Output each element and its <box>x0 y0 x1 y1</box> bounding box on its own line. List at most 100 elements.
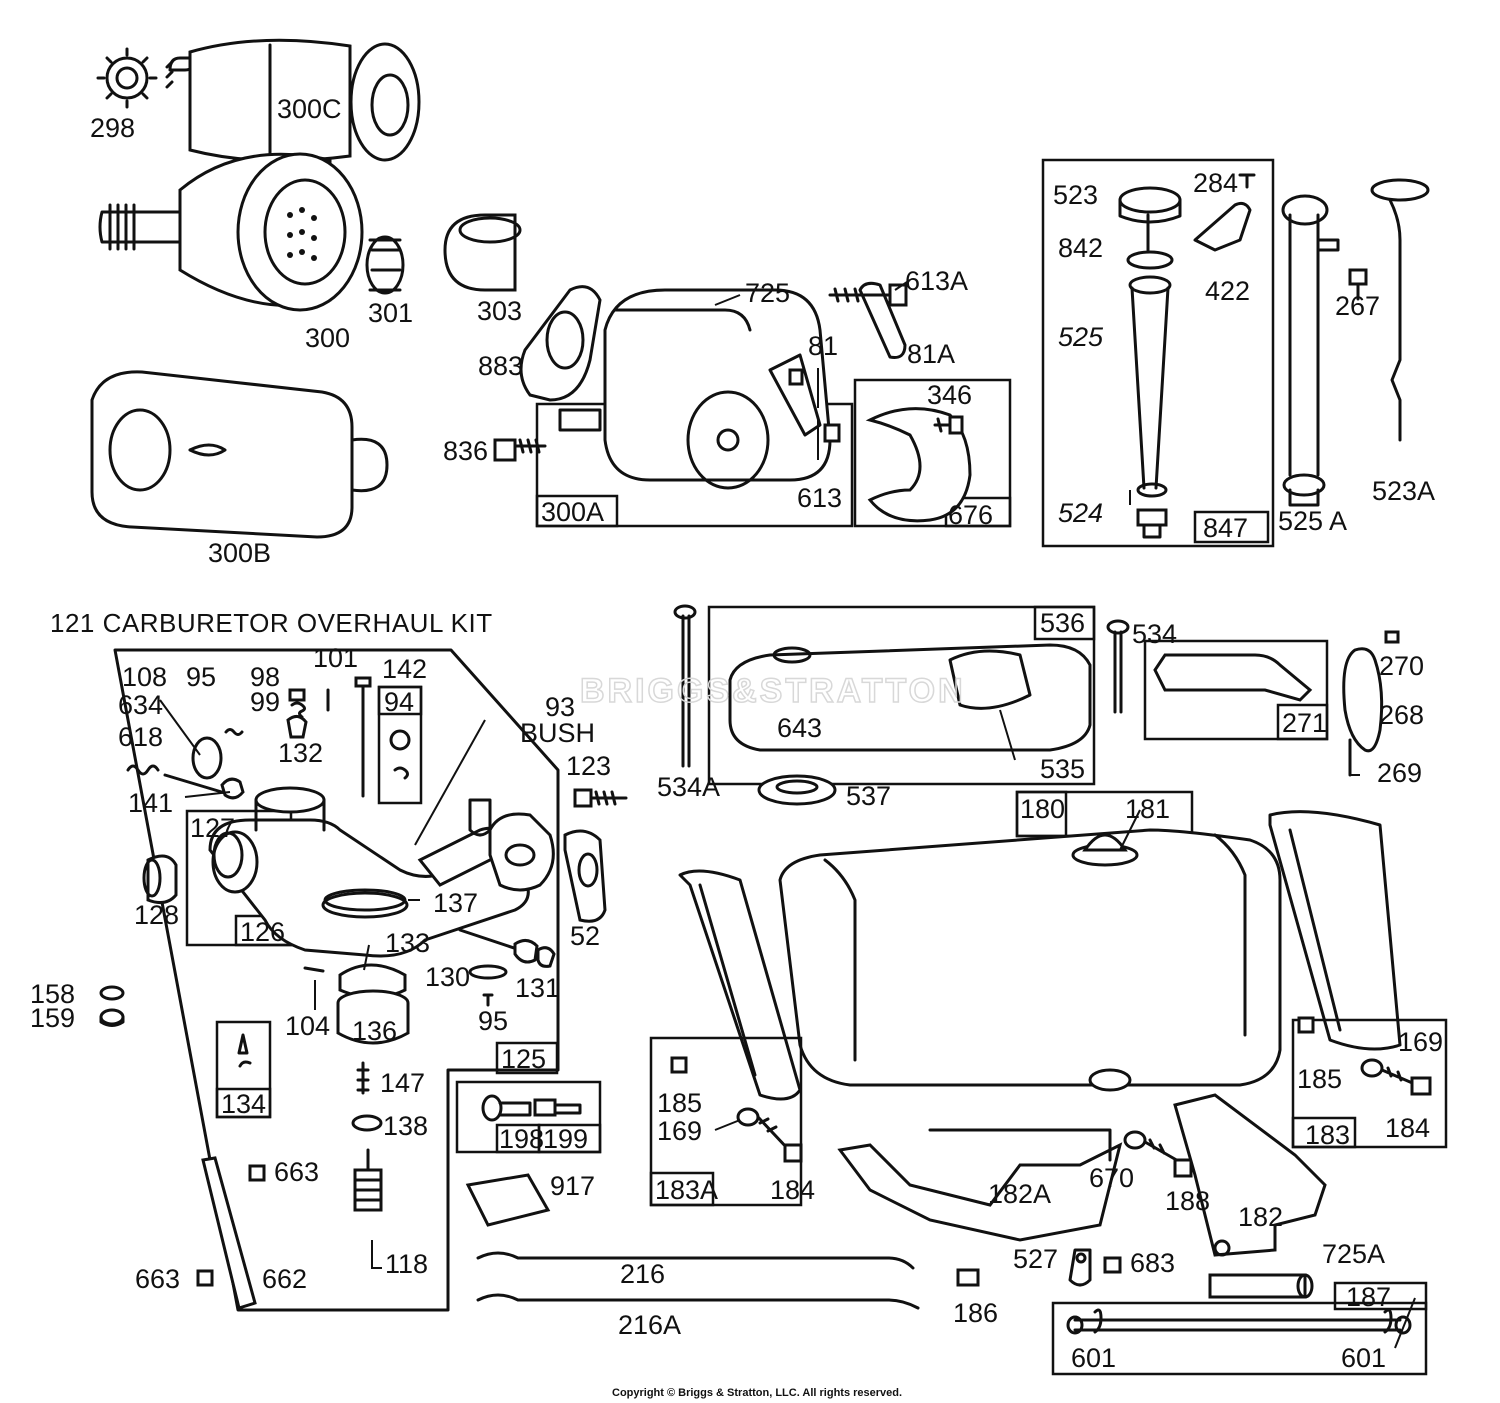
box-183 <box>1291 1018 1448 1149</box>
part-618-spring <box>126 764 160 776</box>
box-536 <box>707 605 1096 786</box>
box-94-tag <box>377 685 423 716</box>
part-634-choke-plate <box>191 736 223 780</box>
label-524: 524 <box>1058 498 1103 528</box>
label-81A: 81A <box>907 339 955 369</box>
label-125: 125 <box>501 1044 546 1074</box>
part-95-screw-b <box>482 993 494 1007</box>
part-128-bushing <box>142 854 178 905</box>
label-132: 132 <box>278 738 323 768</box>
label-269: 269 <box>1377 758 1422 788</box>
part-181-cap <box>1071 833 1139 867</box>
box-134-tag <box>215 1087 272 1119</box>
label-537: 537 <box>846 781 891 811</box>
part-284-screw <box>1238 173 1256 189</box>
part-346-screw <box>933 415 964 435</box>
part-185-169-184-hardware-left <box>670 1056 803 1163</box>
label-133: 133 <box>385 928 430 958</box>
label-268: 268 <box>1379 700 1424 730</box>
label-634: 634 <box>118 690 163 720</box>
part-676-deflector <box>865 407 972 523</box>
label-184-b: 184 <box>1385 1113 1430 1143</box>
label-99: 99 <box>250 687 280 717</box>
part-663-nuts <box>196 1164 266 1287</box>
label-523A: 523A <box>1372 476 1435 506</box>
label-169-a: 169 <box>657 1116 702 1146</box>
label-93: 93 <box>545 692 575 722</box>
label-303: 303 <box>477 296 522 326</box>
label-725: 725 <box>745 278 790 308</box>
label-836: 836 <box>443 436 488 466</box>
part-537-gasket <box>757 774 837 806</box>
label-300A: 300A <box>541 497 604 527</box>
label-346: 346 <box>927 380 972 410</box>
label-137: 137 <box>433 888 478 918</box>
part-95-screw-a <box>224 728 244 736</box>
label-683: 683 <box>1130 1248 1175 1278</box>
part-268-269-270-fuel-line <box>1342 630 1400 777</box>
label-52: 52 <box>570 921 600 951</box>
label-300C: 300C <box>277 94 342 124</box>
part-131-needle <box>458 928 556 968</box>
part-187-fuel-line <box>1066 1308 1412 1335</box>
part-185-169-184-hardware-right <box>1297 1016 1432 1096</box>
box-300A-tag <box>535 494 619 528</box>
copyright-notice: Copyright © Briggs & Stratton, LLC. All … <box>612 1387 902 1399</box>
label-169-b: 169 <box>1398 1027 1443 1057</box>
part-836-screw <box>493 438 547 462</box>
part-524-plug <box>1136 508 1168 539</box>
part-180-fuel-tank <box>778 828 1282 1092</box>
label-183A: 183A <box>655 1175 718 1205</box>
part-81A-strap <box>858 281 907 359</box>
label-267: 267 <box>1335 291 1380 321</box>
label-847: 847 <box>1203 513 1248 543</box>
part-strap-right <box>1268 810 1402 1051</box>
label-883: 883 <box>478 351 523 381</box>
part-842-oring <box>1126 250 1174 270</box>
part-147-screw <box>356 1061 370 1095</box>
part-186-fitting <box>956 1268 980 1287</box>
part-127-choke <box>212 831 244 879</box>
kit-title: 121 CARBURETOR OVERHAUL KIT <box>50 608 493 638</box>
part-917-clip <box>465 1173 551 1227</box>
part-123-screw <box>573 788 628 808</box>
part-300A-muffler <box>558 288 832 490</box>
box-187 <box>1051 1301 1428 1376</box>
label-525A: 525 A <box>1278 506 1347 536</box>
label-535: 535 <box>1040 754 1085 784</box>
label-527: 527 <box>1013 1244 1058 1274</box>
part-158-159-washers <box>99 985 125 1027</box>
part-422-clip <box>1193 201 1252 252</box>
watermark-text: BRIGGS&STRATTON <box>580 672 966 710</box>
label-138: 138 <box>383 1111 428 1141</box>
label-643: 643 <box>777 713 822 743</box>
label-158: 158 <box>30 979 75 1009</box>
label-98: 98 <box>250 662 280 692</box>
label-118: 118 <box>385 1249 428 1279</box>
part-137-bowl-ring <box>321 891 409 919</box>
part-525-oil-fill-tube <box>1128 275 1172 498</box>
part-300B-oval-air-cleaner <box>90 370 389 539</box>
part-527-683-clamp <box>1068 1248 1122 1287</box>
part-182-bracket <box>1173 1093 1327 1257</box>
box-271-tag <box>1276 703 1329 741</box>
label-662: 662 <box>262 1264 307 1294</box>
label-126: 126 <box>240 917 285 947</box>
label-184-a: 184 <box>770 1175 815 1205</box>
part-300-air-cleaner <box>98 152 364 312</box>
part-303-elbow <box>443 213 522 292</box>
label-725A: 725A <box>1322 1239 1385 1269</box>
part-613A-bolt <box>828 283 908 307</box>
part-182A-bracket <box>837 1128 1123 1242</box>
part-52-gasket <box>563 829 607 923</box>
label-95-a: 95 <box>186 662 216 692</box>
label-181: 181 <box>1125 794 1170 824</box>
label-131: 131 <box>515 973 560 1003</box>
part-536-fuel-tank <box>728 643 1092 752</box>
box-183-tag <box>1291 1116 1357 1149</box>
part-138-washer <box>351 1114 383 1132</box>
part-130-washer <box>468 964 508 980</box>
label-198: 198 <box>499 1124 544 1154</box>
label-534: 534 <box>1132 619 1177 649</box>
